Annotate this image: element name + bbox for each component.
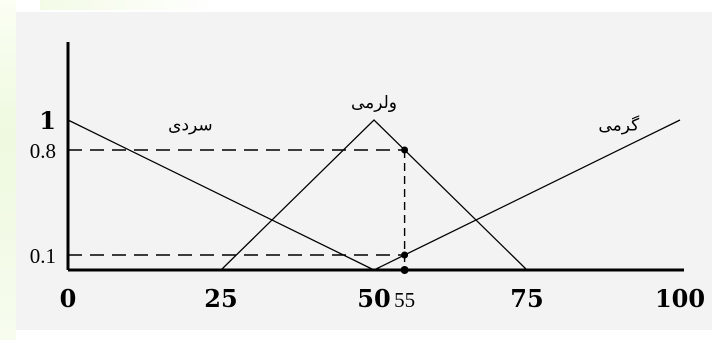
series-line-3: [373, 119, 681, 271]
decorative-top-strip: [40, 0, 220, 10]
intersection-marker-1: [401, 146, 409, 154]
plot-background: [12, 12, 712, 330]
x-tick-label-100: 100: [655, 284, 705, 313]
decorative-left-strip: [0, 0, 16, 340]
y-tick-label-1: 1: [39, 106, 56, 135]
curves-group: [67, 119, 681, 271]
series-line-2: [220, 119, 528, 271]
series-label-1: سردی: [168, 116, 213, 136]
axis-marker-55: [400, 266, 409, 274]
axes-group: [66, 42, 684, 272]
series-label-2: ولرمی: [351, 93, 397, 113]
markers-group: [400, 146, 409, 274]
y-tick-label-0-8: 0.8: [30, 139, 56, 163]
x-tick-label-25: 25: [204, 284, 237, 313]
x-tick-label-0: 0: [60, 284, 77, 313]
curve-labels-group: سردی ولرمی گرمی: [168, 93, 640, 136]
x-tick-label-50: 50: [357, 284, 390, 313]
y-tick-label-0-1: 0.1: [30, 244, 56, 268]
x-tick-label-75: 75: [510, 284, 543, 313]
series-label-3: گرمی: [598, 115, 640, 136]
series-line-1: [67, 119, 375, 271]
reference-lines-group: [68, 149, 406, 270]
intersection-marker-2: [401, 251, 409, 259]
x-tick-label-55: 55: [394, 288, 415, 312]
